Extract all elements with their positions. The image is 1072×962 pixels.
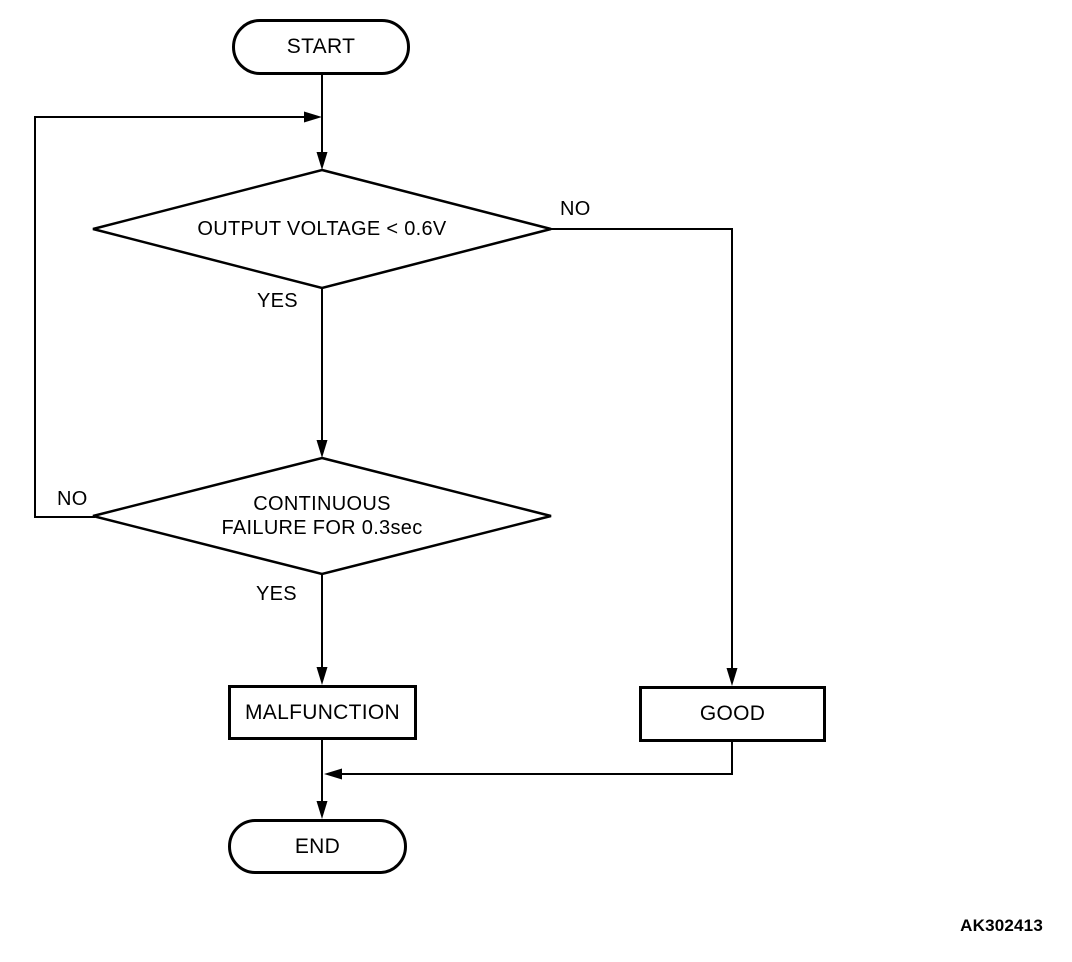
good-node: GOOD bbox=[639, 686, 826, 742]
end-node: END bbox=[228, 819, 407, 874]
edge-good-to-junction bbox=[341, 742, 733, 775]
arrowhead-into-end bbox=[316, 801, 328, 819]
start-node: START bbox=[232, 19, 410, 75]
figure-code-label: AK302413 bbox=[960, 916, 1043, 935]
good-node-label: GOOD bbox=[699, 702, 766, 725]
arrowhead-junction-left bbox=[324, 768, 342, 780]
edge-decision2-no-loopback bbox=[34, 116, 305, 518]
decision1-yes-label: YES bbox=[257, 290, 298, 312]
end-node-label: END bbox=[294, 834, 341, 858]
decision2-no-label: NO bbox=[57, 488, 88, 510]
edge-decision1-no-to-good bbox=[551, 228, 733, 669]
arrowhead-into-good bbox=[726, 668, 738, 686]
decision2-yes-label: YES bbox=[256, 583, 297, 605]
arrowhead-into-malfunction bbox=[316, 667, 328, 685]
decision1-diamond-shape bbox=[92, 168, 552, 290]
decision2-diamond-shape bbox=[92, 456, 552, 576]
arrowhead-into-decision1 bbox=[316, 152, 328, 170]
arrowhead-into-decision2 bbox=[316, 440, 328, 458]
malfunction-node-label: MALFUNCTION bbox=[245, 700, 400, 724]
decision1-no-label: NO bbox=[560, 198, 591, 220]
arrowhead-loopback-right bbox=[304, 111, 322, 123]
start-node-label: START bbox=[286, 35, 356, 58]
malfunction-node: MALFUNCTION bbox=[228, 685, 417, 740]
